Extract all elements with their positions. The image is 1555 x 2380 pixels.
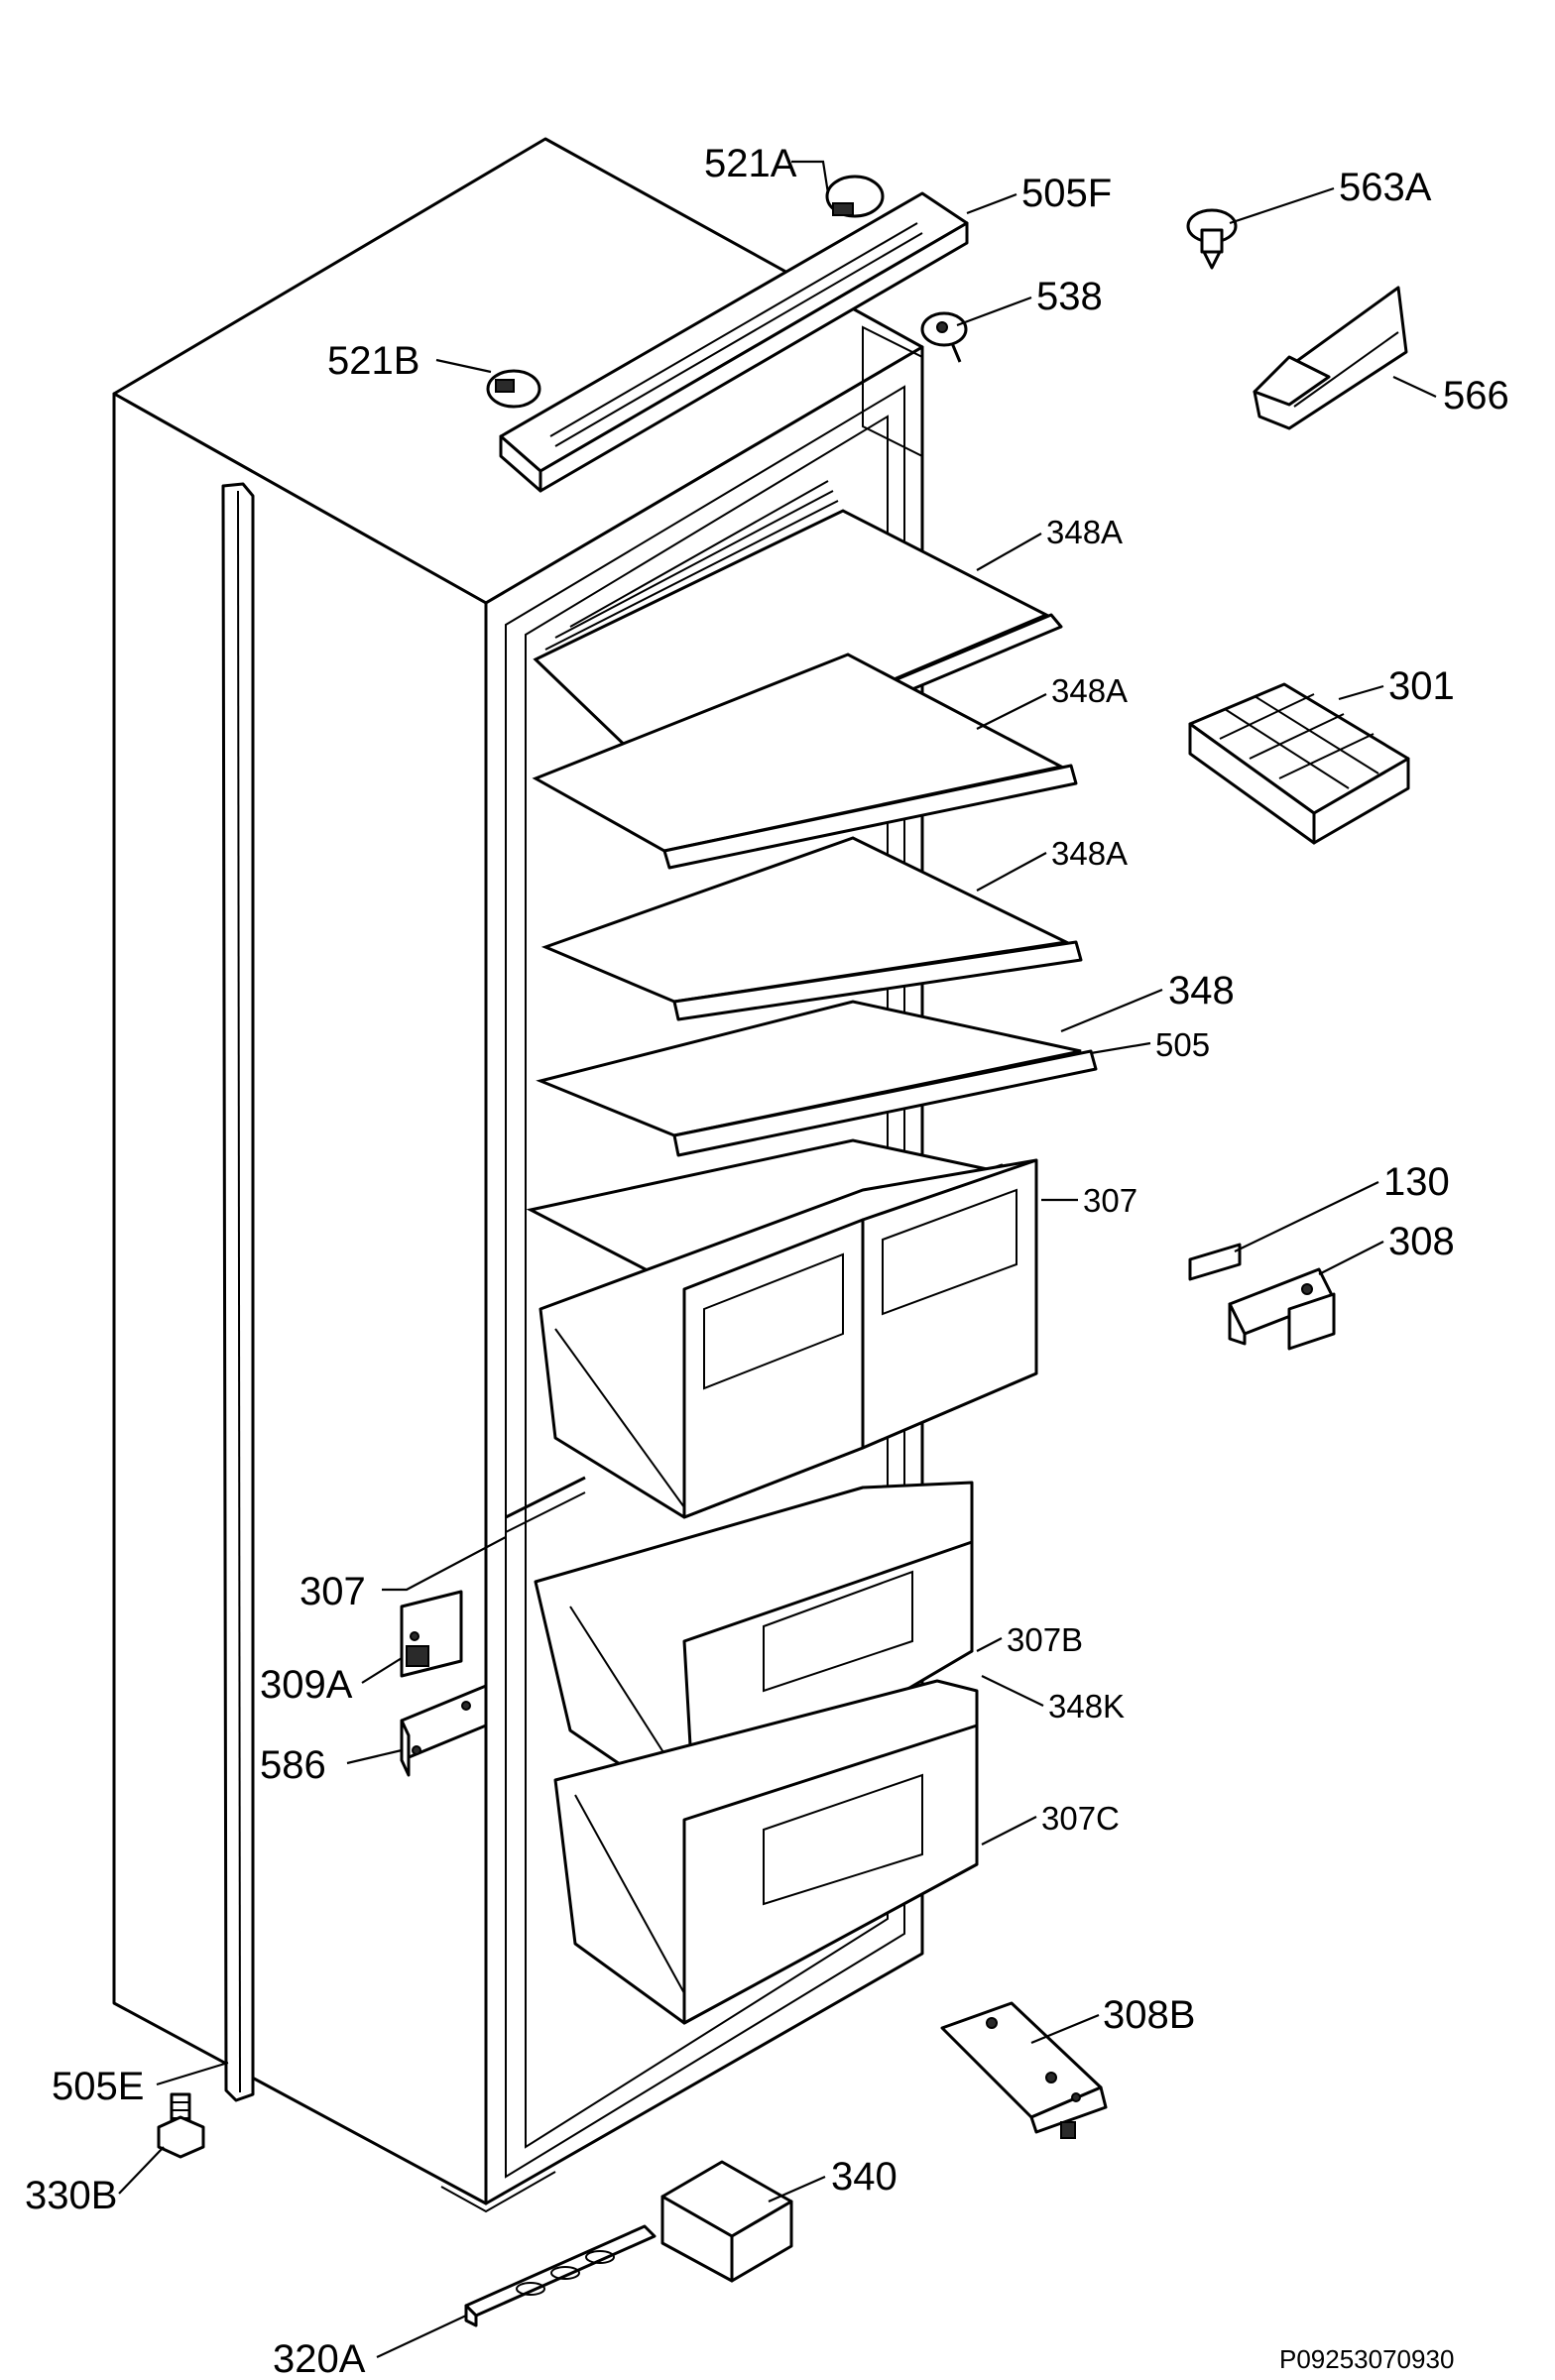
plug-cap [1186,208,1238,270]
label-348a-3: 348A [1051,835,1128,872]
glass-shelf-2 [532,653,1078,870]
hinge-support-block [400,1590,463,1678]
plinth-bracket [464,2224,657,2327]
label-307-left: 307 [299,1570,366,1613]
label-308b: 308B [1103,1993,1195,2037]
top-mounting-bar [499,191,969,493]
label-307-top: 307 [1083,1182,1137,1219]
label-563a: 563A [1339,166,1432,209]
drawer-upper [538,1158,1038,1519]
glass-shelf-3 [540,836,1083,1021]
door-gasket-strip [221,482,255,2102]
label-330b: 330B [25,2174,117,2217]
label-307b: 307B [1007,1621,1083,1658]
label-521a: 521A [704,142,797,185]
label-538: 538 [1036,275,1103,318]
label-348a-1: 348A [1046,514,1123,550]
label-566: 566 [1443,374,1509,417]
cover-cap-a [825,175,885,218]
label-505: 505 [1155,1026,1210,1063]
door-hinge-pin [1188,1243,1242,1281]
label-307c: 307C [1041,1800,1120,1837]
adjustable-foot-screw [157,2092,205,2159]
label-348: 348 [1168,969,1235,1012]
label-348a-2: 348A [1051,672,1128,709]
document-id: P09253070930 [1279,2344,1454,2374]
door-hinge-upper [1228,1267,1336,1351]
leader-lines [118,160,1437,2358]
cover-cap-b [486,369,541,409]
door-bracket [1253,286,1408,430]
label-521b: 521B [327,339,419,383]
label-308: 308 [1388,1220,1455,1263]
label-309a: 309A [260,1663,353,1707]
label-505f: 505F [1021,172,1112,215]
label-586: 586 [260,1743,326,1787]
label-505e: 505E [52,2065,144,2108]
glass-shelf-4 [536,1000,1098,1157]
door-hinge-lower [940,2001,1108,2139]
label-130: 130 [1383,1160,1450,1204]
label-348k: 348K [1048,1688,1125,1725]
label-340: 340 [831,2155,897,2199]
label-301: 301 [1388,664,1455,708]
accessory-box [660,2160,793,2283]
ice-cube-tray [1188,682,1410,845]
hinge-bushing [920,311,968,363]
hinge-plate [400,1684,488,1777]
drawer-lower [553,1679,979,2025]
part-labels: 521A 505F 563A 538 521B 566 348A 348A 30… [25,142,1509,2380]
label-320a: 320A [273,2337,366,2380]
